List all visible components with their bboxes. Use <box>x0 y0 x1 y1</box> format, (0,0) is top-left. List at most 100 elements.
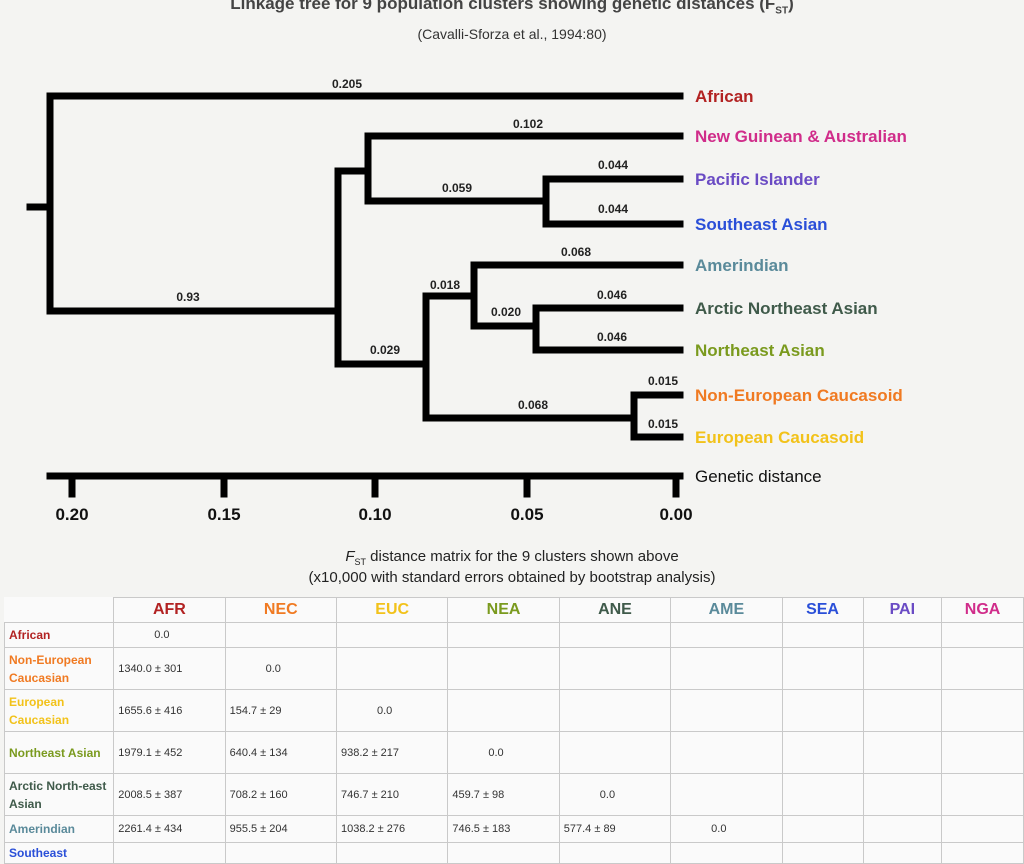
figure-title: Linkage tree for 9 population clusters s… <box>230 0 794 17</box>
matrix-cell: 0.0 <box>335 689 449 732</box>
col-header-afr: AFR <box>113 597 226 623</box>
matrix-cell: 0.0 <box>558 773 672 816</box>
matrix-cell <box>781 815 864 843</box>
matrix-cell: 955.5 ± 204 <box>224 815 337 843</box>
matrix-cell <box>941 731 1024 774</box>
matrix-cell <box>781 622 864 648</box>
matrix-cell: 938.2 ± 217 <box>335 731 449 774</box>
matrix-cell <box>862 773 943 816</box>
distance-matrix: AFR NEC EUC NEA ANE AME SEA PAI NGA Afri… <box>3 597 1024 864</box>
leaf-ne-asian: Northeast Asian <box>695 341 825 360</box>
bl-pac-sea: 0.059 <box>442 181 472 195</box>
matrix-cell <box>558 731 672 774</box>
bl-cauc: 0.068 <box>518 398 548 412</box>
tick-label-020: 0.20 <box>55 505 88 524</box>
bl-asia-cauc: 0.029 <box>370 343 400 357</box>
matrix-cell <box>335 647 449 690</box>
matrix-cell <box>862 842 943 864</box>
col-header-euc: EUC <box>335 597 449 623</box>
matrix-cell <box>558 689 672 732</box>
row-header: European Caucasian <box>3 689 115 732</box>
col-header-nec: NEC <box>224 597 337 623</box>
matrix-cell <box>862 689 943 732</box>
matrix-cell <box>113 842 226 864</box>
matrix-cell: 640.4 ± 134 <box>224 731 337 774</box>
matrix-cell <box>862 815 943 843</box>
col-header-ane: ANE <box>558 597 672 623</box>
matrix-cell <box>558 842 672 864</box>
matrix-cell <box>941 842 1024 864</box>
bl-southeast-asian: 0.044 <box>598 202 628 216</box>
tick-label-000: 0.00 <box>659 505 692 524</box>
matrix-cell <box>670 647 783 690</box>
tick-label-015: 0.15 <box>207 505 240 524</box>
col-header-ame: AME <box>670 597 783 623</box>
matrix-cell <box>781 731 864 774</box>
leaf-european: European Caucasoid <box>695 428 864 447</box>
matrix-cell <box>670 842 783 864</box>
bl-ne-asian: 0.046 <box>597 330 627 344</box>
matrix-cell <box>558 647 672 690</box>
matrix-cell <box>447 842 560 864</box>
leaf-pacific-islander: Pacific Islander <box>695 170 820 189</box>
matrix-title: FST distance matrix for the 9 clusters s… <box>345 548 679 567</box>
matrix-cell <box>447 622 560 648</box>
matrix-cell <box>941 622 1024 648</box>
matrix-cell <box>670 622 783 648</box>
matrix-cell: 0.0 <box>670 815 783 843</box>
leaf-amerindian: Amerindian <box>695 256 789 275</box>
col-header-pai: PAI <box>862 597 943 623</box>
leaf-southeast-asian: Southeast Asian <box>695 215 828 234</box>
matrix-cell: 2008.5 ± 387 <box>113 773 226 816</box>
matrix-cell: 577.4 ± 89 <box>558 815 672 843</box>
bl-ane-nea: 0.020 <box>491 305 521 319</box>
linkage-tree: 0.205 0.93 0.102 0.059 0.044 0.044 0.029… <box>26 77 907 524</box>
bl-ame-group: 0.018 <box>430 278 460 292</box>
matrix-cell <box>781 773 864 816</box>
matrix-cell <box>941 647 1024 690</box>
matrix-cell <box>447 689 560 732</box>
matrix-cell <box>558 622 672 648</box>
matrix-cell <box>941 773 1024 816</box>
matrix-cell: 459.7 ± 98 <box>447 773 560 816</box>
bl-inner: 0.93 <box>176 290 200 304</box>
bl-african: 0.205 <box>332 77 362 91</box>
matrix-cell: 1038.2 ± 276 <box>335 815 449 843</box>
leaf-new-guinean: New Guinean & Australian <box>695 127 907 146</box>
bl-european: 0.015 <box>648 417 678 431</box>
matrix-cell <box>862 622 943 648</box>
leaf-african: African <box>695 87 754 106</box>
bl-arctic-ne-asian: 0.046 <box>597 288 627 302</box>
matrix-cell <box>941 815 1024 843</box>
matrix-cell: 2261.4 ± 434 <box>113 815 226 843</box>
matrix-cell: 1340.0 ± 301 <box>113 647 226 690</box>
matrix-header-row: AFR NEC EUC NEA ANE AME SEA PAI NGA <box>5 597 1024 623</box>
leaf-arctic-ne-asian: Arctic Northeast Asian <box>695 299 878 318</box>
axis-label: Genetic distance <box>695 467 822 486</box>
tick-label-010: 0.10 <box>358 505 391 524</box>
matrix-cell <box>670 731 783 774</box>
bl-new-guinean: 0.102 <box>513 117 543 131</box>
col-header-nea: NEA <box>447 597 560 623</box>
matrix-cell: 1979.1 ± 452 <box>113 731 226 774</box>
citation: (Cavalli-Sforza et al., 1994:80) <box>417 26 607 42</box>
col-header-nga: NGA <box>941 597 1024 623</box>
row-header: Southeast <box>3 842 115 864</box>
matrix-cell <box>781 689 864 732</box>
row-header: African <box>3 622 115 648</box>
matrix-cell <box>335 622 449 648</box>
matrix-cell <box>447 647 560 690</box>
matrix-cell: 708.2 ± 160 <box>224 773 337 816</box>
table-row: Southeast <box>3 842 1024 864</box>
matrix-cell <box>670 773 783 816</box>
matrix-cell: 154.7 ± 29 <box>224 689 337 732</box>
bl-pacific-islander: 0.044 <box>598 158 628 172</box>
matrix-cell <box>941 689 1024 732</box>
matrix-cell: 1655.6 ± 416 <box>113 689 226 732</box>
matrix-cell: 0.0 <box>113 622 226 648</box>
